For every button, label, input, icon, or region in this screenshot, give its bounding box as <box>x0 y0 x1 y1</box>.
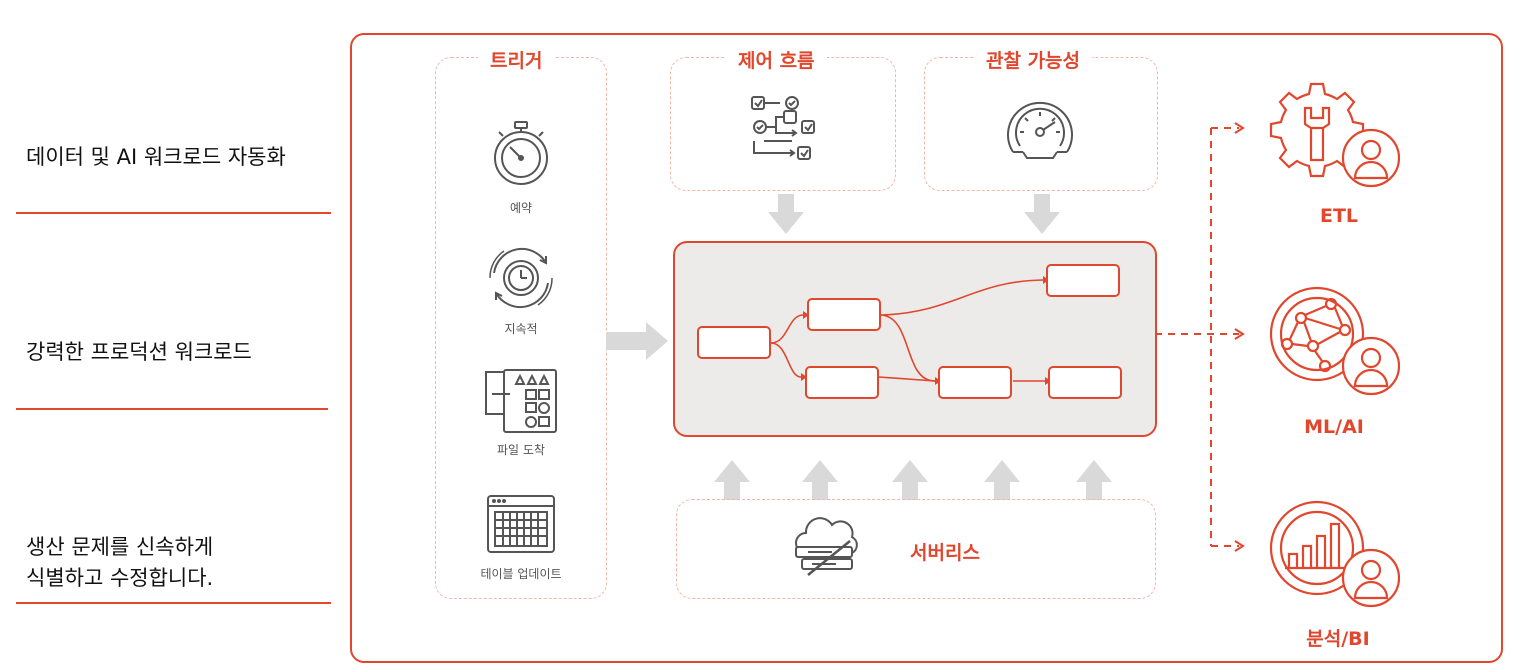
etl-gear-wrench-icon <box>1269 82 1401 188</box>
divider <box>16 212 331 214</box>
workflow-task-node <box>1048 366 1122 399</box>
stopwatch-icon <box>494 121 548 185</box>
arrow-right-triggers <box>606 322 668 360</box>
divider <box>16 408 328 410</box>
gauge-icon <box>1007 101 1073 159</box>
serverless-panel <box>676 499 1156 599</box>
output-connectors <box>1155 122 1245 552</box>
arrow-down-observability <box>1024 194 1060 234</box>
observability-title: 관찰 가능성 <box>974 46 1093 73</box>
workflow-task-node <box>697 326 771 359</box>
trigger-label-schedule: 예약 <box>509 201 533 215</box>
file-arrival-icon <box>485 369 557 433</box>
serverless-cloud-icon <box>795 517 858 576</box>
control-flow-icon <box>751 96 815 160</box>
trigger-label-table-update: 테이블 업데이트 <box>480 567 562 581</box>
arrow-up-serverless <box>714 460 750 500</box>
workflow-edges <box>770 276 1051 385</box>
left-item-production: 강력한 프로덕션 워크로드 <box>26 340 252 364</box>
triggers-title: 트리거 <box>478 46 555 73</box>
analytics-bi-chart-icon <box>1269 500 1401 608</box>
ml-ai-network-icon <box>1269 286 1401 396</box>
arrow-up-serverless <box>1076 460 1112 500</box>
arrow-up-serverless <box>892 460 928 500</box>
left-item-automation: 데이터 및 AI 워크로드 자동화 <box>26 145 286 169</box>
divider <box>16 602 331 604</box>
workflow-task-node <box>1046 264 1120 297</box>
continuous-clock-icon <box>489 247 553 309</box>
trigger-label-continuous: 지속적 <box>504 322 538 336</box>
output-label-etl: ETL <box>1319 205 1359 227</box>
workflow-task-node <box>805 366 879 399</box>
arrow-down-control <box>768 194 804 234</box>
left-item-identify-line2: 식별하고 수정합니다. <box>26 566 214 590</box>
workflow-task-node <box>807 298 881 331</box>
serverless-title: 서버리스 <box>910 542 980 564</box>
arrow-up-serverless <box>984 460 1020 500</box>
diagram-frame <box>350 33 1503 663</box>
workflow-task-node <box>938 366 1012 399</box>
output-label-ml-ai: ML/AI <box>1304 416 1364 438</box>
left-item-identify-line1: 생산 문제를 신속하게 <box>26 535 214 559</box>
output-label-analytics-bi: 분석/BI <box>1306 628 1370 650</box>
table-update-icon <box>487 495 555 553</box>
trigger-label-file-arrival: 파일 도착 <box>497 443 545 457</box>
arrow-up-serverless <box>802 460 838 500</box>
control-flow-title: 제어 흐름 <box>726 46 827 73</box>
